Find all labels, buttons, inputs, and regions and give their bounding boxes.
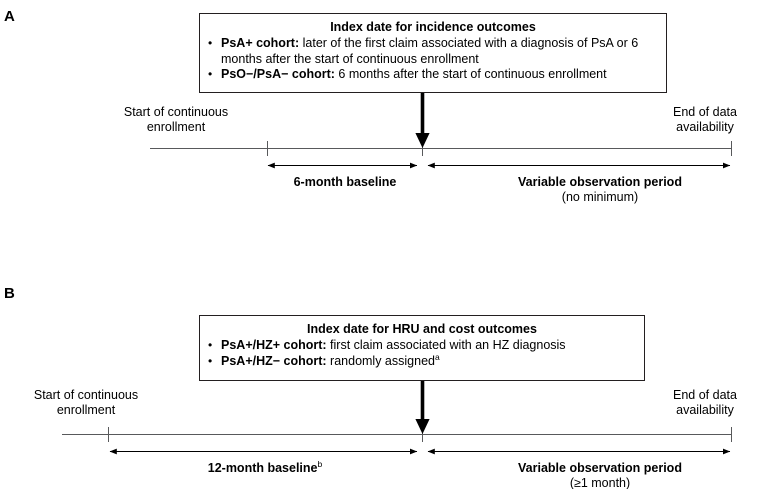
observation-span-label-a: Variable observation period (no minimum) (450, 175, 750, 205)
bullet-bold-lead: PsO−/PsA− cohort: (221, 67, 335, 81)
bullet-bold-lead: PsA+ cohort: (221, 36, 300, 50)
observation-span-sub: (≥1 month) (569, 476, 631, 489)
index-box-bullet: • PsA+/HZ− cohort: randomly assigneda (208, 351, 636, 370)
bullet-icon: • (208, 338, 213, 352)
index-box-title-b: Index date for HRU and cost outcomes (307, 322, 537, 336)
observation-span-text: Variable observation period (518, 175, 682, 189)
bullet-rest: randomly assigned (326, 353, 435, 368)
index-box-title-a: Index date for incidence outcomes (330, 20, 536, 34)
observation-span-label-b: Variable observation period (≥1 month) (450, 461, 750, 489)
footnote-marker-a: a (434, 351, 440, 362)
start-of-enrollment-label-b: Start of continuous enrollment (6, 388, 166, 418)
timeline-axis-b (62, 434, 732, 435)
observation-span-text: Variable observation period (518, 461, 682, 475)
timeline-tick-baseline-start-a (267, 141, 268, 156)
baseline-span-text: 12-month baseline (207, 461, 318, 475)
bullet-body: PsA+ cohort: later of the first claim as… (221, 36, 658, 67)
baseline-span-text: 6-month baseline (293, 175, 397, 189)
panel-label-a: A (4, 8, 15, 25)
index-box-bullet: • PsA+ cohort: later of the first claim … (208, 36, 658, 67)
index-date-arrow-a (415, 93, 430, 148)
footnote-marker-b: b (317, 458, 323, 469)
bullet-body: PsA+/HZ+ cohort: first claim associated … (221, 338, 636, 354)
bullet-bold-lead: PsA+/HZ+ cohort: (221, 338, 327, 352)
index-box-bullet: • PsO−/PsA− cohort: 6 months after the s… (208, 67, 658, 83)
baseline-span-label-a: 6-month baseline (200, 175, 490, 190)
start-of-enrollment-label-a: Start of continuous enrollment (96, 105, 256, 135)
bullet-bold-lead: PsA+/HZ− cohort: (221, 353, 327, 368)
timeline-tick-end-a (731, 141, 732, 156)
end-data-line1: End of data availability (673, 388, 737, 417)
index-box-bullet: • PsA+/HZ+ cohort: first claim associate… (208, 338, 636, 354)
timeline-tick-index-date-a (422, 141, 423, 156)
start-enroll-line1: Start of continuous enrollment (33, 388, 139, 417)
timeline-tick-index-date-b (422, 427, 423, 442)
bullet-icon: • (208, 67, 213, 81)
timeline-axis-a (150, 148, 732, 149)
timeline-tick-end-b (731, 427, 732, 442)
panel-label-b: B (4, 285, 15, 302)
index-date-box-a: Index date for incidence outcomes • PsA+… (199, 13, 667, 93)
timeline-tick-baseline-start-b (108, 427, 109, 442)
index-date-box-b: Index date for HRU and cost outcomes • P… (199, 315, 645, 381)
bullet-body: PsO−/PsA− cohort: 6 months after the sta… (221, 67, 658, 83)
observation-span-sub: (no minimum) (561, 190, 639, 204)
bullet-rest: first claim associated with an HZ diagno… (326, 338, 566, 352)
baseline-span-label-b: 12-month baselineb (120, 458, 410, 476)
bullet-body: PsA+/HZ− cohort: randomly assigneda (221, 351, 636, 370)
bullet-rest: 6 months after the start of continuous e… (334, 67, 607, 81)
bullet-icon: • (208, 353, 213, 368)
end-of-data-label-b: End of data availability (650, 388, 760, 418)
bullet-rest: later of the first claim associated with… (221, 36, 639, 66)
end-data-line1: End of data availability (673, 105, 737, 134)
start-enroll-line1: Start of continuous enrollment (123, 105, 229, 134)
end-of-data-label-a: End of data availability (650, 105, 760, 135)
bullet-icon: • (208, 36, 213, 50)
